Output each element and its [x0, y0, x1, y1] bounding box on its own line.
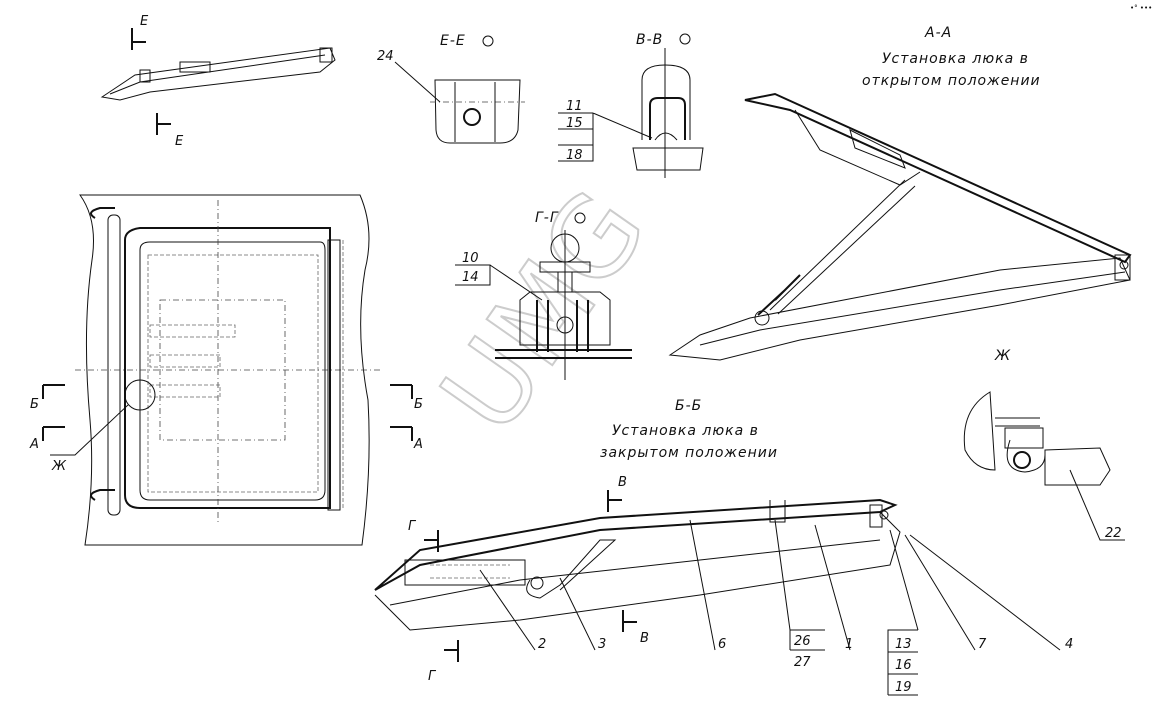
cut-e-top-label: Е [140, 14, 149, 29]
section-ee: Е-Е 24 [377, 33, 525, 144]
detail-zh-marker: Ж [51, 459, 67, 474]
callout-13: 13 [895, 637, 912, 652]
callout-15: 15 [566, 116, 583, 131]
section-vv: В-В 11 15 18 [558, 32, 704, 178]
section-aa-subtitle-1: Установка люка в [882, 51, 1029, 67]
cut-v-top-label: В [618, 475, 627, 490]
cut-a-left-label: А [29, 437, 39, 452]
cut-g-bottom-label: Г [428, 669, 437, 684]
callout-16: 16 [895, 658, 912, 673]
plan-view: Ж Б А Б А [29, 194, 423, 546]
section-ee-title: Е-Е [440, 33, 466, 49]
cut-e-bottom-label: Е [175, 134, 184, 149]
callout-10: 10 [462, 251, 479, 266]
section-vv-title: В-В [636, 32, 663, 48]
callout-1: 1 [845, 637, 853, 652]
callout-4: 4 [1065, 637, 1073, 652]
callout-2: 2 [538, 637, 546, 652]
section-aa-open: А-А Установка люка в открытом положении [668, 25, 1132, 361]
section-bb-title: Б-Б [675, 398, 702, 414]
section-bb-subtitle-2: закрытом положении [600, 445, 778, 461]
corner-mark: •° ••• [1130, 4, 1152, 12]
section-bb-subtitle-1: Установка люка в [612, 423, 759, 439]
cut-v-bottom-label: В [640, 631, 649, 646]
cut-a-right-label: А [413, 437, 423, 452]
hatch-side-view-small: Е Е [100, 14, 336, 149]
section-gg-title: Г-Г [535, 210, 559, 226]
callout-11: 11 [566, 99, 583, 114]
section-aa-subtitle-2: открытом положении [862, 73, 1041, 89]
callout-22: 22 [1105, 526, 1122, 541]
callout-7: 7 [978, 637, 987, 652]
callout-18: 18 [566, 148, 583, 163]
callout-6: 6 [718, 637, 726, 652]
section-aa-title: А-А [924, 25, 952, 41]
section-gg: Г-Г 10 14 [455, 210, 632, 380]
callout-27: 27 [794, 655, 811, 670]
callout-14: 14 [462, 270, 479, 285]
detail-zh: Ж 22 [963, 348, 1125, 541]
cut-b-right-label: Б [414, 397, 423, 412]
detail-zh-title: Ж [994, 348, 1011, 364]
callout-26: 26 [794, 634, 811, 649]
cut-b-left-label: Б [30, 397, 39, 412]
section-bb-closed: Б-Б Установка люка в закрытом положении … [374, 398, 1073, 696]
callout-19: 19 [895, 680, 912, 695]
callout-3: 3 [598, 637, 606, 652]
callout-24: 24 [377, 49, 394, 64]
cut-g-top-label: Г [408, 519, 417, 534]
